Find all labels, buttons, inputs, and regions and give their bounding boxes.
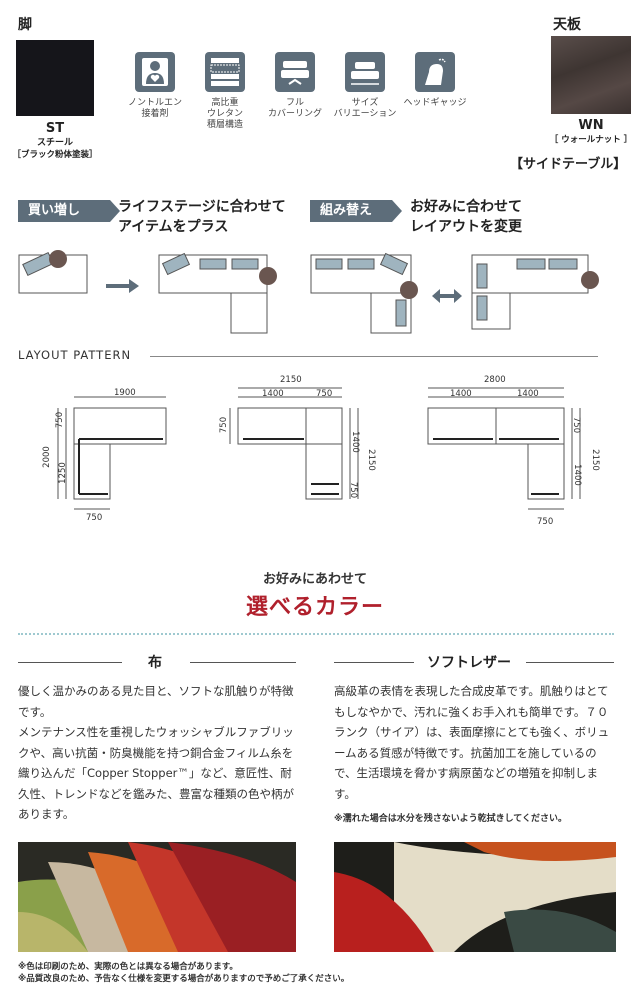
dim-label: 750 bbox=[316, 389, 333, 399]
dim-label: 1900 bbox=[114, 388, 136, 398]
dim-label: 750 bbox=[86, 513, 103, 523]
concept-headline: ライフステージに合わせて アイテムをプラス bbox=[118, 197, 308, 237]
dim-label: 750 bbox=[219, 416, 230, 434]
head-gatch-icon bbox=[415, 52, 455, 92]
top-title: 天板 bbox=[553, 17, 581, 33]
dim-label: 1400 bbox=[571, 464, 582, 486]
dim-label: 750 bbox=[537, 517, 554, 527]
sofa-size-icon bbox=[345, 52, 385, 92]
leather-rule-right bbox=[526, 662, 614, 663]
concept-line: お好みに合わせて bbox=[410, 199, 522, 215]
tag-arrow-icon bbox=[110, 200, 120, 222]
legs-finish: ［ブラック粉体塗装］ bbox=[12, 150, 98, 160]
dim-label: 1400 bbox=[450, 389, 472, 399]
sofa-small-illustration bbox=[18, 250, 88, 294]
leather-title: ソフトレザー bbox=[427, 655, 511, 671]
dim-label: 1250 bbox=[57, 462, 68, 484]
dim-label: 2150 bbox=[280, 375, 302, 385]
concept-line: ライフステージに合わせて bbox=[118, 199, 286, 215]
dotted-divider bbox=[18, 633, 614, 635]
top-code: WN bbox=[578, 118, 604, 133]
concept-tag: 買い増し bbox=[18, 200, 110, 222]
dim-label: 750 bbox=[571, 416, 582, 434]
layered-foam-icon bbox=[205, 52, 245, 92]
fabric-title: 布 bbox=[148, 655, 162, 671]
person-heart-icon bbox=[135, 52, 175, 92]
layout-diagrams bbox=[57, 387, 581, 510]
leather-rule-left bbox=[334, 662, 414, 663]
fabric-paragraph: 優しく温かみのある見た目と、ソフトな肌触りが特徴です。 bbox=[18, 684, 294, 719]
footnotes: ※色は印刷のため、実際の色とは異なる場合があります。 ※品質改良のため、予告なく… bbox=[18, 961, 349, 985]
feature-label: フル カバーリング bbox=[267, 98, 322, 119]
sofa-extended-illustration bbox=[158, 252, 277, 334]
legs-title: 脚 bbox=[18, 17, 32, 33]
feature-icons: ノントルエン 接着剤 高比重 ウレタン 積層構造 フル カバーリング サイズ バ… bbox=[115, 52, 535, 147]
fabric-rule-left bbox=[18, 662, 122, 663]
top-finish: ［ ウォールナット ］ bbox=[549, 135, 633, 145]
dim-label: 2000 bbox=[41, 446, 52, 468]
concept-line: アイテムをプラス bbox=[118, 219, 229, 235]
concept-tag: 組み替え bbox=[310, 200, 392, 222]
swap-arrow-icon bbox=[432, 289, 462, 303]
feature-label: 高比重 ウレタン 積層構造 bbox=[206, 98, 243, 130]
sofa-cover-icon bbox=[275, 52, 315, 92]
color-title: 選べるカラー bbox=[245, 595, 384, 620]
concept-headline: お好みに合わせて レイアウトを変更 bbox=[410, 197, 600, 237]
sofa-illustrations bbox=[18, 250, 599, 334]
feature-label: ノントルエン 接着剤 bbox=[127, 98, 182, 119]
arrow-right-icon bbox=[106, 279, 139, 293]
fabric-photo bbox=[18, 842, 296, 952]
dim-label: 1400 bbox=[349, 431, 360, 453]
legs-swatch bbox=[16, 40, 94, 116]
dim-label: 1400 bbox=[517, 389, 539, 399]
concept-line: レイアウトを変更 bbox=[410, 219, 522, 235]
tag-arrow-icon bbox=[392, 200, 402, 222]
dim-label: 2150 bbox=[365, 449, 376, 471]
dim-label: 1400 bbox=[262, 389, 284, 399]
fabric-rule-right bbox=[190, 662, 296, 663]
dim-label: 2800 bbox=[484, 375, 506, 385]
leather-description: 高級革の表情を表現した合成皮革です。肌触りはとてもしなやかで、汚れに強くお手入れ… bbox=[334, 684, 610, 801]
layout-title: LAYOUT PATTERN bbox=[18, 348, 132, 362]
dim-label: 750 bbox=[348, 481, 359, 499]
top-note: 【サイドテーブル】 bbox=[510, 157, 627, 172]
feature-label: ヘッドギャッジ bbox=[403, 98, 467, 108]
footnote: ※品質改良のため、予告なく仕様を変更する場合がありますので予めご了承ください。 bbox=[18, 974, 350, 984]
leather-photo bbox=[334, 842, 616, 952]
sofa-after-illustration bbox=[471, 254, 599, 330]
color-subtitle: お好みにあわせて bbox=[262, 572, 367, 587]
dim-label: 2150 bbox=[589, 449, 600, 471]
layout-divider bbox=[150, 356, 598, 357]
dim-label: 750 bbox=[55, 411, 66, 429]
top-swatch bbox=[551, 36, 631, 114]
leather-note: ※濡れた場合は水分を残さないよう乾拭きしてください。 bbox=[334, 814, 568, 824]
fabric-description: 優しく温かみのある見た目と、ソフトな肌触りが特徴です。 メンテナンス性を重視した… bbox=[18, 681, 302, 825]
legs-code: ST bbox=[45, 121, 65, 136]
sofa-before-illustration bbox=[310, 252, 418, 334]
feature-label: サイズ バリエーション bbox=[333, 98, 397, 119]
footnote: ※色は印刷のため、実際の色とは異なる場合があります。 bbox=[18, 962, 238, 972]
fabric-paragraph: メンテナンス性を重視したウォッシャブルファブリックや、高い抗菌・防臭機能を持つ銅… bbox=[18, 725, 294, 821]
legs-material: スチール bbox=[36, 138, 73, 148]
